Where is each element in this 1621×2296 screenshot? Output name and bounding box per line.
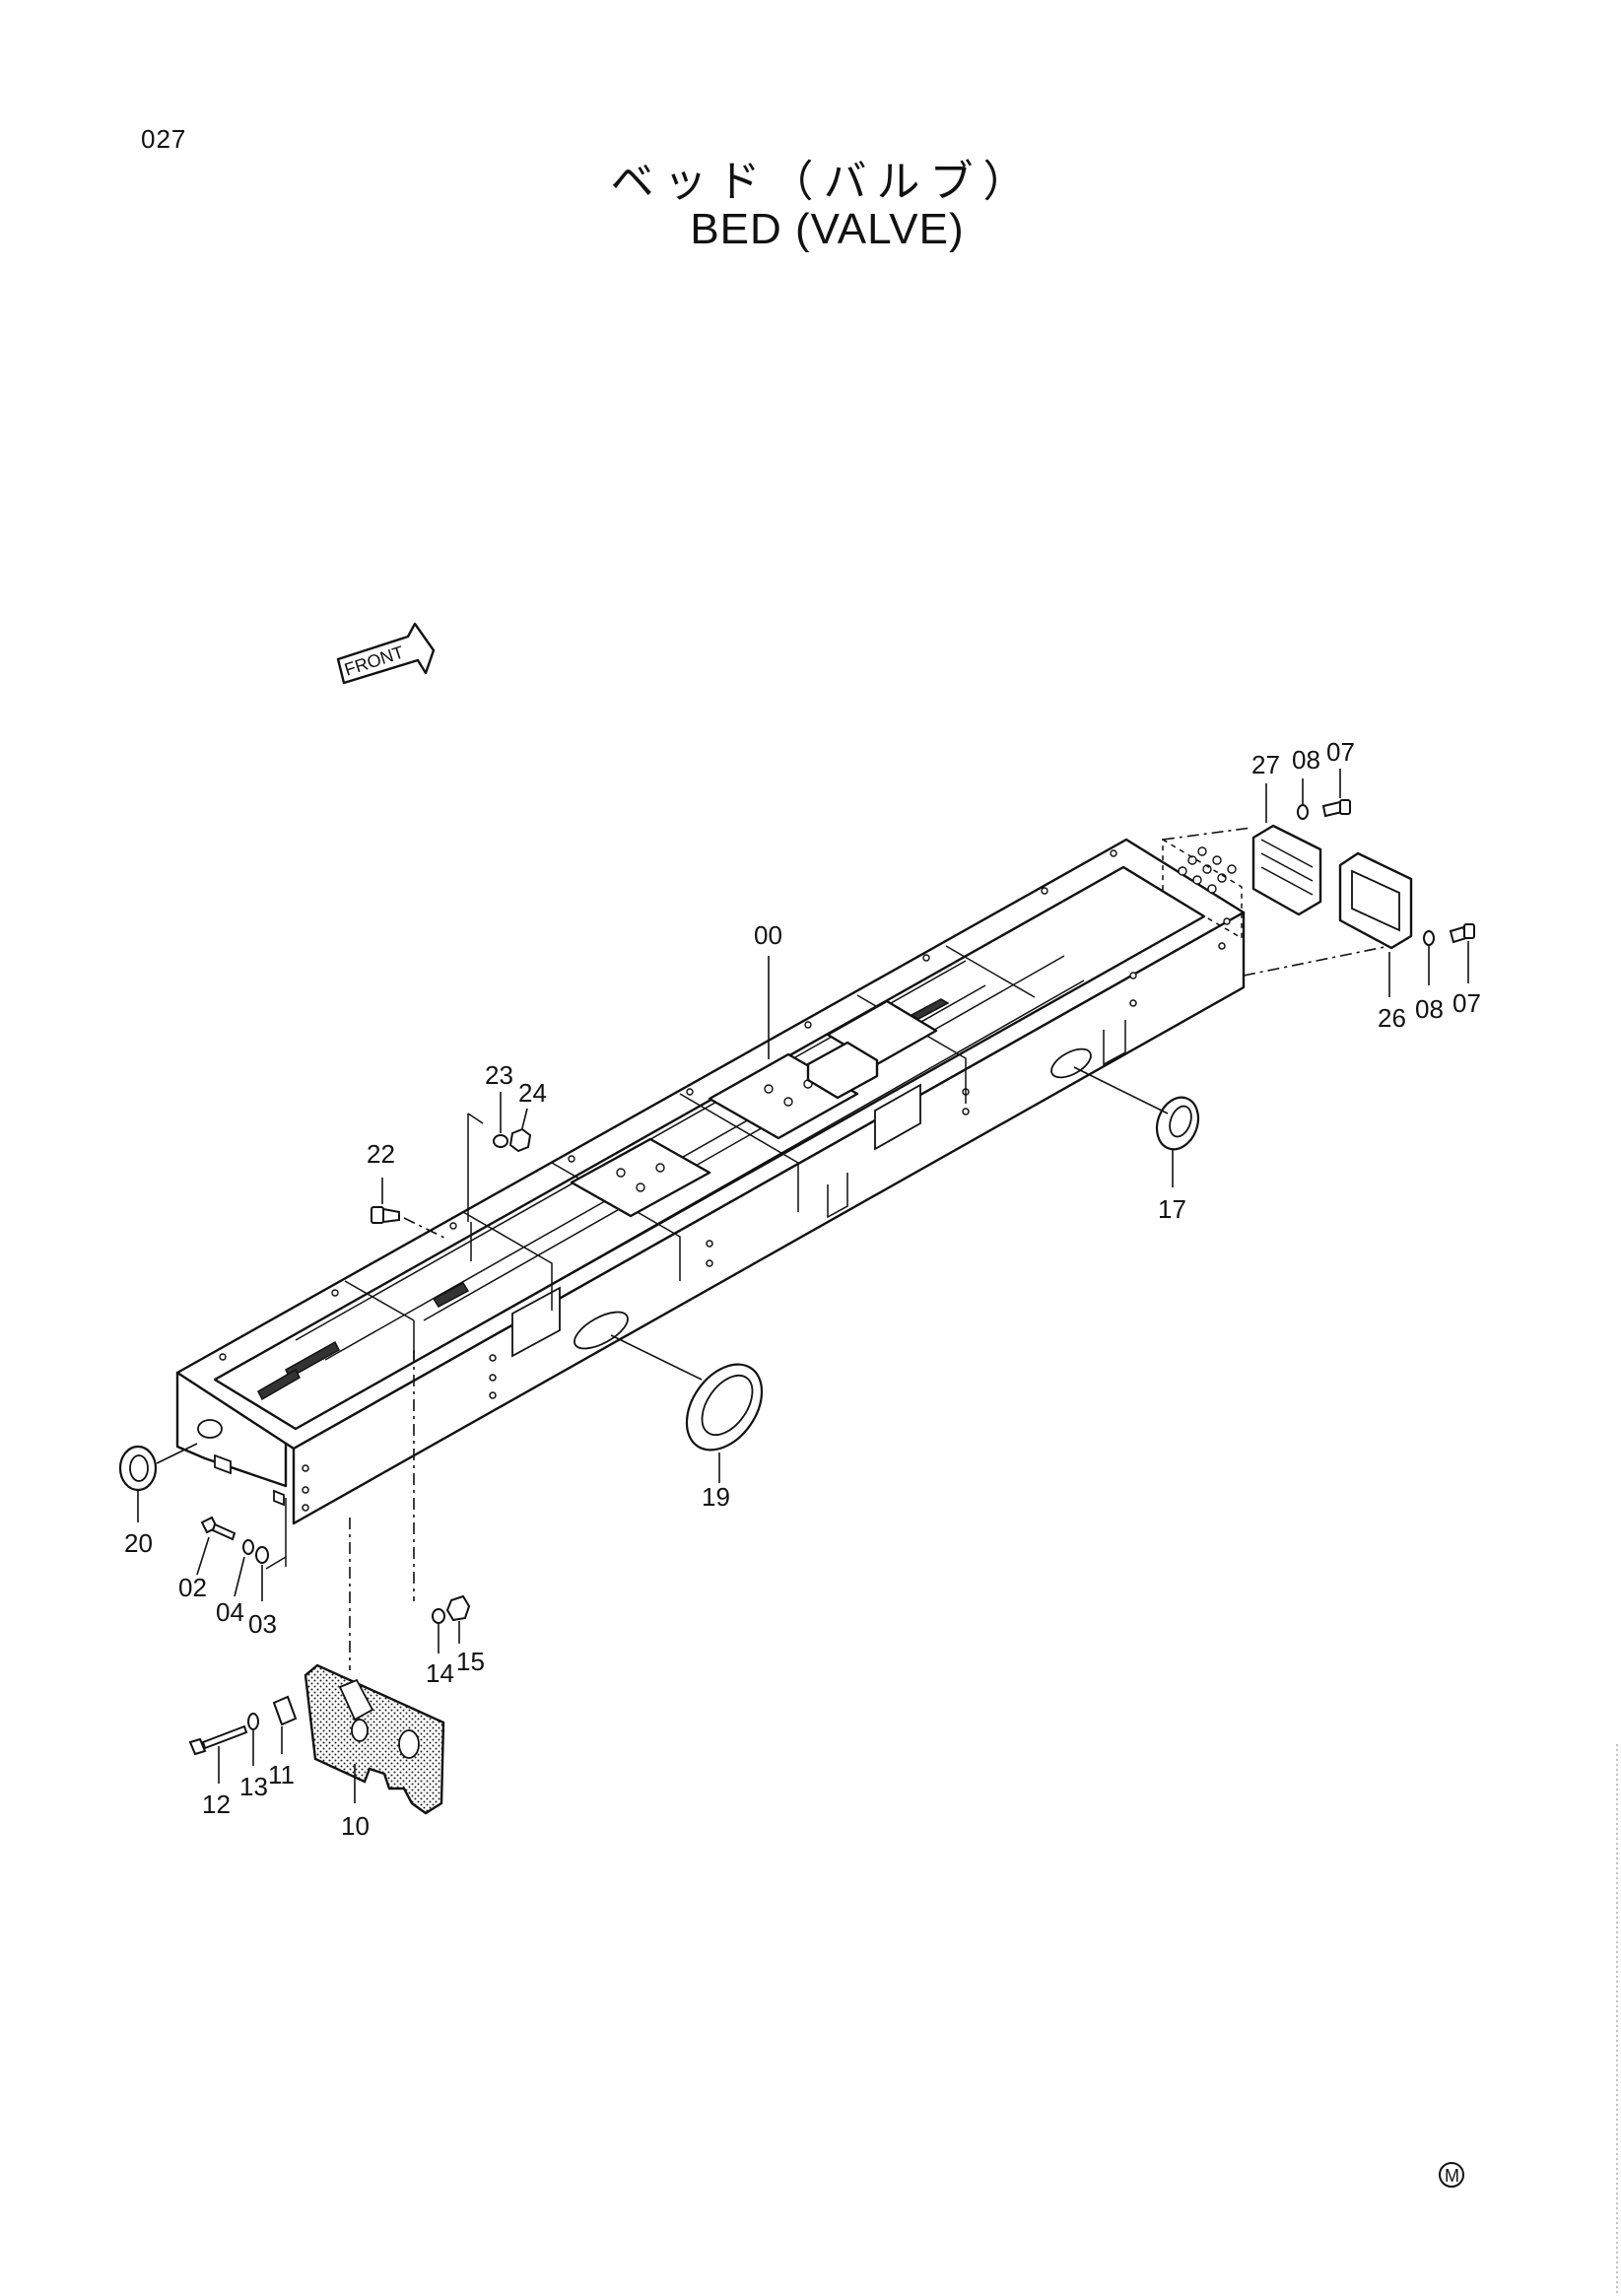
m-mark-letter: M <box>1445 2166 1459 2186</box>
callout-12: 12 <box>202 1790 231 1819</box>
callout-23: 23 <box>485 1060 513 1090</box>
washer-23-nut-24 <box>467 1092 532 1261</box>
callout-02: 02 <box>178 1573 207 1602</box>
seal-20 <box>118 1443 198 1522</box>
page-number: 027 <box>141 124 187 154</box>
title-english: BED (VALVE) <box>690 205 965 253</box>
callout-19: 19 <box>702 1482 730 1512</box>
callout-08-bottom: 08 <box>1415 994 1444 1024</box>
callout-10: 10 <box>341 1811 370 1841</box>
callout-14: 14 <box>426 1658 454 1688</box>
spacer-11 <box>272 1695 298 1754</box>
callout-07-top: 07 <box>1326 737 1355 767</box>
m-mark: M <box>1439 2162 1464 2188</box>
callout-11: 11 <box>268 1760 295 1790</box>
callout-17: 17 <box>1158 1194 1186 1224</box>
callout-04: 04 <box>216 1597 244 1627</box>
seal-19 <box>610 1334 764 1483</box>
callout-03: 03 <box>248 1609 277 1639</box>
callout-15: 15 <box>456 1647 485 1676</box>
front-arrow: FRONT <box>336 622 436 685</box>
callout-20: 20 <box>124 1528 153 1558</box>
bolt-group-02-04-03 <box>196 1498 287 1601</box>
washer-13 <box>247 1713 259 1766</box>
callout-24: 24 <box>518 1078 547 1108</box>
cover-26 <box>1243 851 1475 997</box>
bolt-22 <box>371 1178 449 1241</box>
plate-10 <box>304 1518 445 1815</box>
title-japanese: ベッド（バルブ） <box>610 157 1037 207</box>
callout-07-bottom: 07 <box>1452 988 1481 1018</box>
callout-00: 00 <box>754 920 782 950</box>
bed-frame <box>175 838 1246 1525</box>
seal-17 <box>1073 1066 1200 1187</box>
callout-08-top: 08 <box>1292 745 1320 775</box>
washer-14-nut-15 <box>413 1350 471 1654</box>
callout-26: 26 <box>1378 1003 1406 1033</box>
callout-13: 13 <box>239 1772 268 1801</box>
bolt-12 <box>188 1724 248 1784</box>
cover-27 <box>1162 769 1351 916</box>
callout-27: 27 <box>1251 750 1280 779</box>
callout-22: 22 <box>367 1139 395 1169</box>
